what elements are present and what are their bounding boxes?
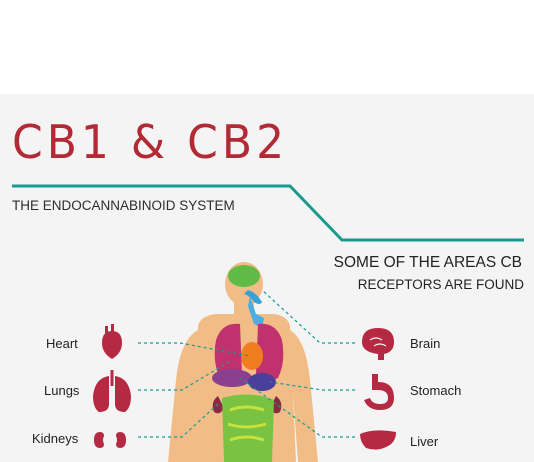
stomach-icon xyxy=(364,374,394,410)
body-right-lung-icon xyxy=(256,323,284,381)
connector-lungs xyxy=(138,359,233,391)
kidneys-icon xyxy=(94,432,126,448)
connector-lines xyxy=(138,289,355,438)
areas-heading-line1: SOME OF THE AREAS CB xyxy=(333,254,522,271)
lungs-icon xyxy=(93,370,131,412)
body-brain-icon xyxy=(228,265,260,287)
organ-label-brain: Brain xyxy=(410,336,441,351)
body-airway-icon xyxy=(248,296,264,328)
organ-label-kidneys: Kidneys xyxy=(32,431,79,446)
brain-icon xyxy=(362,328,394,360)
connector-kidneys xyxy=(138,403,219,438)
body-throat-icon xyxy=(244,290,262,304)
page-subtitle: THE ENDOCANNABINOID SYSTEM xyxy=(12,198,235,213)
internal-organs xyxy=(212,265,284,462)
body-heart-icon xyxy=(241,342,263,370)
organ-label-liver: Liver xyxy=(410,434,439,449)
areas-heading-line2: RECEPTORS ARE FOUND xyxy=(357,277,524,292)
heart-icon xyxy=(102,324,122,359)
liver-icon xyxy=(360,430,396,450)
body-liver-icon xyxy=(212,369,252,387)
organ-label-stomach: Stomach xyxy=(410,383,462,398)
connector-heart xyxy=(138,342,251,357)
organ-label-heart: Heart xyxy=(46,336,78,351)
body-stomach-icon xyxy=(248,373,276,391)
teal-divider-line xyxy=(12,184,524,242)
organ-label-lungs: Lungs xyxy=(44,383,80,398)
connector-liver xyxy=(239,377,355,438)
body-kidney-left-icon xyxy=(212,396,224,414)
connector-stomach xyxy=(269,381,355,391)
page-title: CB1 & CB2 xyxy=(12,116,289,170)
